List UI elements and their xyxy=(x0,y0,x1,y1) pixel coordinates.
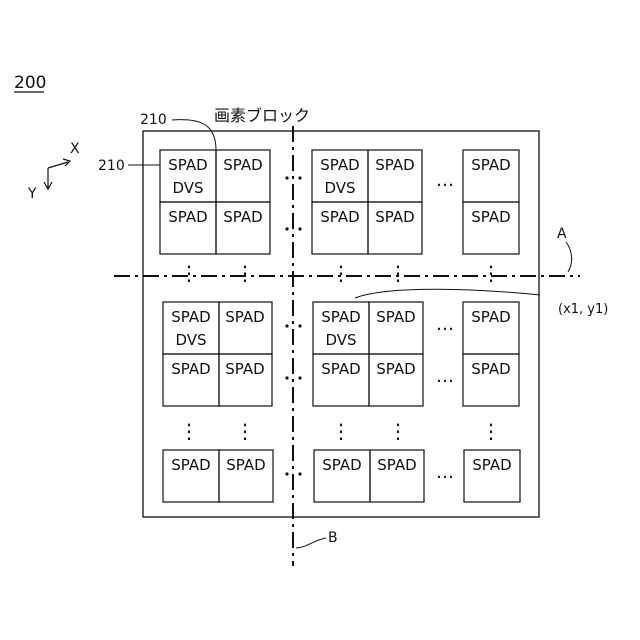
axis-y-label: Y xyxy=(27,186,37,202)
cell-dvs-label: DVS xyxy=(324,179,355,197)
cell-spad-label: SPAD xyxy=(223,208,262,226)
cell-spad-label: SPAD xyxy=(320,156,359,174)
dot xyxy=(298,324,301,327)
ellipsis-v: ⋮ xyxy=(331,419,351,443)
cell-spad-label: SPAD xyxy=(471,156,510,174)
cell-spad-label: SPAD xyxy=(168,156,207,174)
cell-spad-label: SPAD xyxy=(472,456,511,474)
cell-spad-label: SPAD xyxy=(322,456,361,474)
pixel-group-top-middle: SPAD DVS SPAD SPAD SPAD xyxy=(312,150,422,254)
cell-dvs-label: DVS xyxy=(325,331,356,349)
cell-spad-label: SPAD xyxy=(223,156,262,174)
coordinate-label: (x1, y1) xyxy=(558,302,608,317)
coordinate-leader xyxy=(355,289,540,298)
ref-210-top: 210 xyxy=(140,112,167,128)
cell-spad-label: SPAD xyxy=(171,360,210,378)
cell-spad-label: SPAD xyxy=(375,208,414,226)
pixel-group-bottom-left: SPAD SPAD xyxy=(163,450,273,502)
cell-spad-label: SPAD xyxy=(168,208,207,226)
axis-x-label: X xyxy=(70,141,80,157)
axis-x-arrow xyxy=(48,162,68,168)
cell-spad-label: SPAD xyxy=(471,308,510,326)
dot xyxy=(285,227,288,230)
cell-spad-label: SPAD xyxy=(171,456,210,474)
cell-spad-label: SPAD xyxy=(171,308,210,326)
ellipsis-v: ⋮ xyxy=(481,261,501,285)
ref-210-top-leader xyxy=(172,120,216,150)
axis-indicator: X Y xyxy=(27,141,80,202)
cell-spad-label: SPAD xyxy=(471,208,510,226)
cell-spad-label: SPAD xyxy=(375,156,414,174)
dot xyxy=(298,227,301,230)
cell-dvs-label: DVS xyxy=(172,179,203,197)
ellipsis-h: … xyxy=(436,314,454,335)
ellipsis-v: ⋮ xyxy=(331,261,351,285)
cell-spad-label: SPAD xyxy=(320,208,359,226)
ellipsis-v: ⋮ xyxy=(179,419,199,443)
ellipsis-v: ⋮ xyxy=(235,261,255,285)
dot xyxy=(298,472,301,475)
cell-spad-label: SPAD xyxy=(321,308,360,326)
cell-spad-label: SPAD xyxy=(226,456,265,474)
cell-dvs-label: DVS xyxy=(175,331,206,349)
ellipsis-v: ⋮ xyxy=(235,419,255,443)
ellipsis-v: ⋮ xyxy=(481,419,501,443)
dot xyxy=(285,176,288,179)
pixel-block-label: 画素ブロック xyxy=(214,106,310,125)
ref-210-left: 210 xyxy=(98,158,125,174)
cell-spad-label: SPAD xyxy=(225,360,264,378)
ellipsis-h: … xyxy=(436,170,454,191)
cell-spad-label: SPAD xyxy=(321,360,360,378)
ellipsis-h: … xyxy=(436,462,454,483)
pixel-group-bottom-middle: SPAD SPAD xyxy=(314,450,424,502)
cell-spad-label: SPAD xyxy=(377,456,416,474)
pixel-group-middle-right: SPAD SPAD xyxy=(463,302,519,406)
pixel-group-top-right: SPAD SPAD xyxy=(463,150,519,254)
ellipsis-h: … xyxy=(436,366,454,387)
dot xyxy=(285,376,288,379)
cell-spad-label: SPAD xyxy=(471,360,510,378)
ellipsis-v: ⋮ xyxy=(388,419,408,443)
cell-spad-label: SPAD xyxy=(376,360,415,378)
pixel-group-middle-middle: SPAD DVS SPAD SPAD SPAD xyxy=(313,302,423,406)
pixel-group-top-left: SPAD DVS SPAD SPAD SPAD xyxy=(160,150,270,254)
ellipsis-v: ⋮ xyxy=(179,261,199,285)
pixel-group-bottom-right: SPAD xyxy=(464,450,520,502)
line-b-leader xyxy=(296,538,326,548)
ellipsis-v: ⋮ xyxy=(388,261,408,285)
dot xyxy=(285,472,288,475)
line-a-label: A xyxy=(557,226,567,242)
dot xyxy=(298,376,301,379)
figure-number: 200 xyxy=(14,73,46,93)
cell-spad-label: SPAD xyxy=(376,308,415,326)
line-a-leader xyxy=(566,242,572,272)
dot xyxy=(285,324,288,327)
line-b-label: B xyxy=(328,530,338,546)
dot xyxy=(298,176,301,179)
cell-spad-label: SPAD xyxy=(225,308,264,326)
pixel-group-middle-left: SPAD DVS SPAD SPAD SPAD xyxy=(163,302,272,406)
